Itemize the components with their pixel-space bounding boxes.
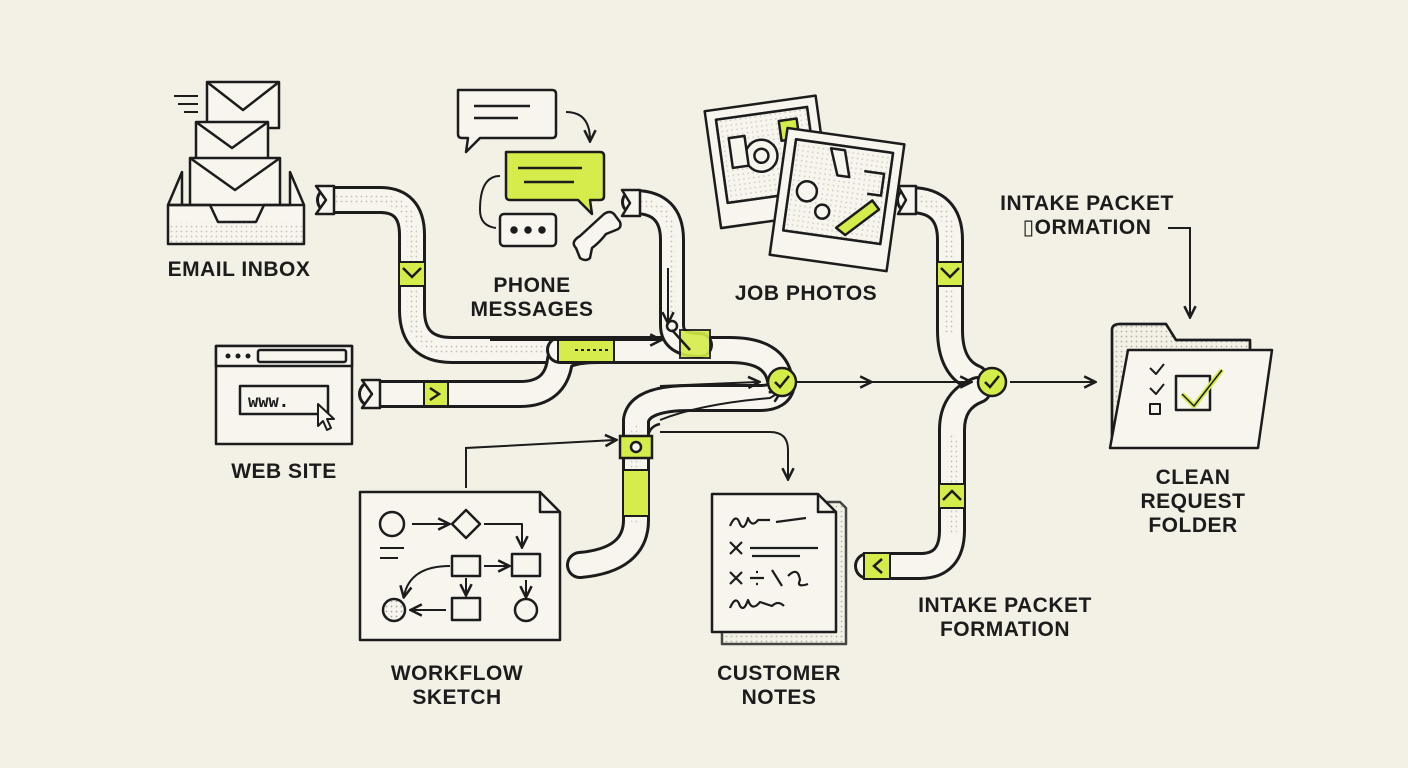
url-text: www.	[248, 392, 289, 412]
pipe-band-photos	[936, 261, 964, 287]
pipe-band-notes	[938, 483, 966, 509]
label-intake-packet-bottom: INTAKE PACKET FORMATION	[918, 594, 1092, 641]
pipe-clamp	[618, 422, 661, 460]
arrow-workflow-up	[465, 440, 615, 488]
handwritten-notes-icon	[710, 492, 848, 646]
pipe-end-web	[360, 378, 382, 410]
arrow-workflow-to-merge	[659, 392, 780, 421]
label-clean-request-folder: CLEAN REQUEST FOLDER	[1140, 466, 1246, 537]
pipe-end-photos	[896, 184, 918, 216]
label-job-photos: JOB PHOTOS	[734, 282, 878, 305]
label-phone-messages: PHONE MESSAGES	[470, 274, 594, 321]
pipe-band-email	[398, 261, 426, 287]
photo-prints-icon	[703, 94, 906, 273]
pipe-band-workflow	[622, 469, 650, 517]
flowchart-sheet-icon	[358, 490, 562, 642]
browser-window-icon	[214, 344, 354, 446]
folder-checklist-icon	[1108, 322, 1274, 450]
arrow-label-to-folder	[1168, 227, 1190, 316]
pipe-end-phone	[620, 188, 642, 218]
label-workflow-sketch: WORKFLOW SKETCH	[390, 662, 524, 709]
arrow-into-merge-1	[659, 382, 758, 386]
arrow-to-customer-notes	[660, 431, 788, 478]
pipe-band-notes-end	[863, 552, 891, 580]
check-circle-icon	[976, 366, 1008, 398]
label-web-site: WEB SITE	[231, 460, 337, 483]
email-inbox-icon	[166, 80, 306, 246]
pipe-job-photos	[896, 186, 989, 392]
label-customer-notes: CUSTOMER NOTES	[717, 662, 841, 709]
chat-bubbles-phone-icon	[456, 88, 622, 262]
label-intake-packet-top: INTAKE PACKET ▯ORMATION	[1000, 192, 1174, 239]
label-email-inbox: EMAIL INBOX	[167, 258, 311, 281]
check-circle-icon	[766, 366, 798, 398]
pipe-band-main	[557, 337, 615, 363]
pipe-band-web	[423, 381, 449, 407]
pipe-end-email	[314, 184, 336, 216]
pipe-email	[316, 186, 584, 364]
pipe-customer-notes	[854, 376, 992, 580]
